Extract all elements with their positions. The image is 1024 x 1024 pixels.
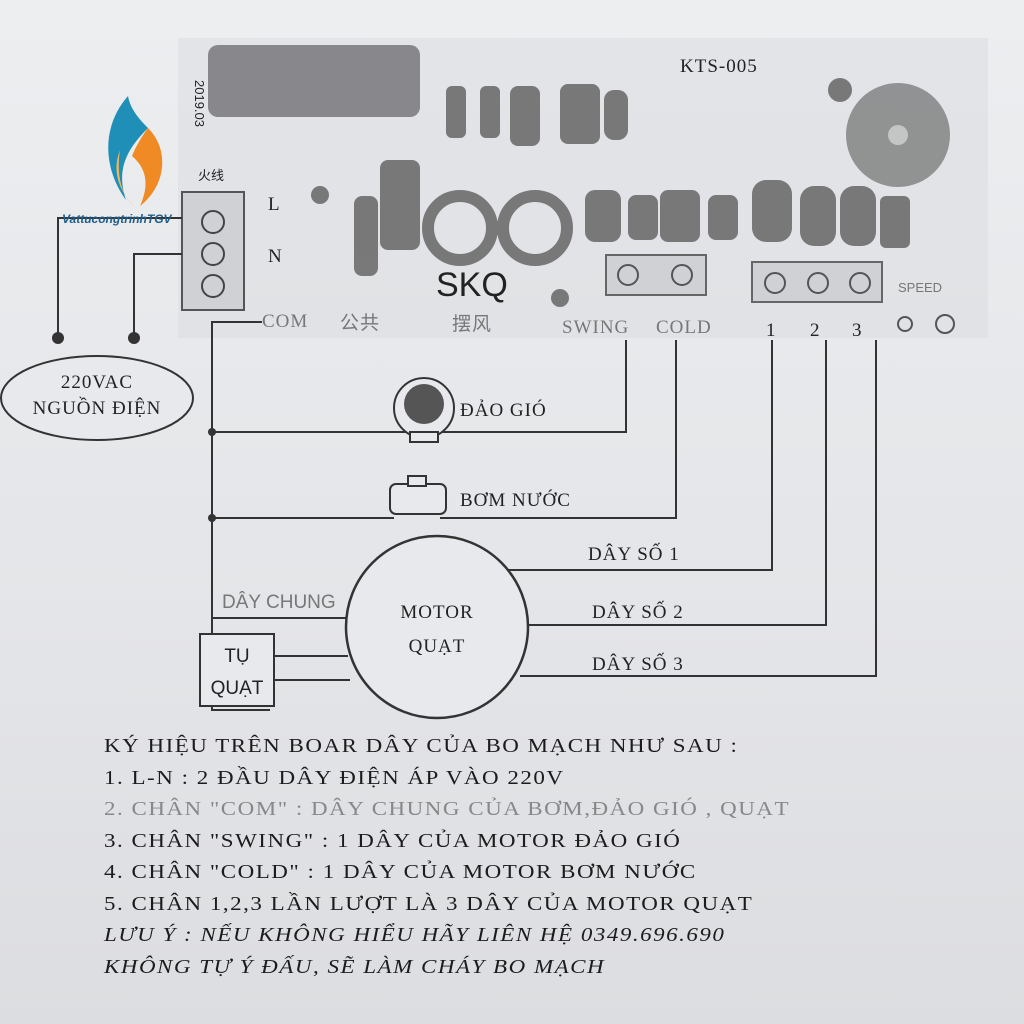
swing-cn: 摆风 [452, 313, 492, 335]
note-warning-2: KHÔNG TỰ Ý ĐẤU, SẼ LÀM CHÁY BO MẠCH [104, 955, 606, 977]
com-label: COM [262, 311, 308, 332]
note-warning: LƯU Ý : NẾU KHÔNG HIỂU HÃY LIÊN HỆ 0349.… [104, 923, 726, 946]
pump-label: BƠM NƯỚC [460, 489, 571, 511]
motor-label-1: MOTOR [400, 602, 473, 623]
date-code: 2019.03 [192, 80, 207, 127]
pump-symbol: BƠM NƯỚC [389, 475, 571, 515]
terminal-block-speed [751, 261, 883, 303]
watermark-text: VattucongtrinhTGV [62, 212, 172, 226]
terminal-n-label: N [268, 246, 283, 267]
wire-1-label: DÂY SỐ 1 [588, 543, 680, 565]
motor-label-2: QUẠT [409, 636, 466, 657]
wire-3-label: DÂY SỐ 3 [592, 653, 684, 675]
speed-pin-3: 3 [852, 320, 863, 341]
fan-capacitor: TỤ QUẠT [199, 633, 275, 707]
swing-label: SWING [562, 317, 629, 338]
relay-component [208, 45, 420, 117]
note-1: 1. L-N : 2 ĐẦU DÂY ĐIỆN ÁP VÀO 220V [104, 766, 565, 788]
board-model: KTS-005 [680, 56, 758, 77]
brand-logo-icon [108, 96, 163, 206]
terminal-l-label: L [268, 194, 281, 215]
swing-motor-label: ĐẢO GIÓ [460, 399, 547, 421]
power-source: 220VAC NGUỒN ĐIỆN [0, 355, 194, 441]
fire-wire-cn: 火线 [198, 168, 224, 183]
power-label-1: 220VAC [61, 372, 133, 393]
component-cluster [311, 78, 950, 307]
note-3: 3. CHÂN "SWING" : 1 DÂY CỦA MOTOR ĐẢO GI… [104, 829, 682, 851]
terminal-block-ln [181, 191, 245, 311]
note-4: 4. CHÂN "COLD" : 1 DÂY CỦA MOTOR BƠM NƯỚ… [104, 860, 697, 883]
pcb-board: 2019.03 KTS-005 [178, 38, 988, 341]
cold-label: COLD [656, 317, 712, 338]
capacitor-label-2: QUẠT [211, 678, 264, 699]
speed-label: SPEED [898, 280, 942, 295]
common-wire-label: DÂY CHUNG [222, 591, 336, 613]
com-cn: 公共 [340, 312, 380, 334]
notes-block: KÝ HIỆU TRÊN BOAR DÂY CỦA BO MẠCH NHƯ SA… [104, 732, 1004, 984]
power-label-2: NGUỒN ĐIỆN [33, 397, 162, 419]
board-brand: SKQ [436, 266, 508, 304]
note-5: 5. CHÂN 1,2,3 LẦN LƯỢT LÀ 3 DÂY CỦA MOTO… [104, 892, 754, 914]
note-heading: KÝ HIỆU TRÊN BOAR DÂY CỦA BO MẠCH NHƯ SA… [104, 734, 739, 757]
speed-pin-2: 2 [810, 320, 821, 341]
speed-pin-1: 1 [766, 320, 777, 341]
swing-motor-symbol: ĐẢO GIÓ [393, 377, 547, 443]
note-2: 2. CHÂN "COM" : DÂY CHUNG CỦA BƠM,ĐẢO GI… [104, 797, 791, 820]
terminal-block-swing-cold [605, 254, 707, 296]
wire-2-label: DÂY SỐ 2 [592, 601, 684, 623]
fan-motor-symbol: MOTOR QUẠT [344, 534, 530, 720]
capacitor-label-1: TỤ [224, 646, 249, 667]
wires [57, 217, 877, 711]
